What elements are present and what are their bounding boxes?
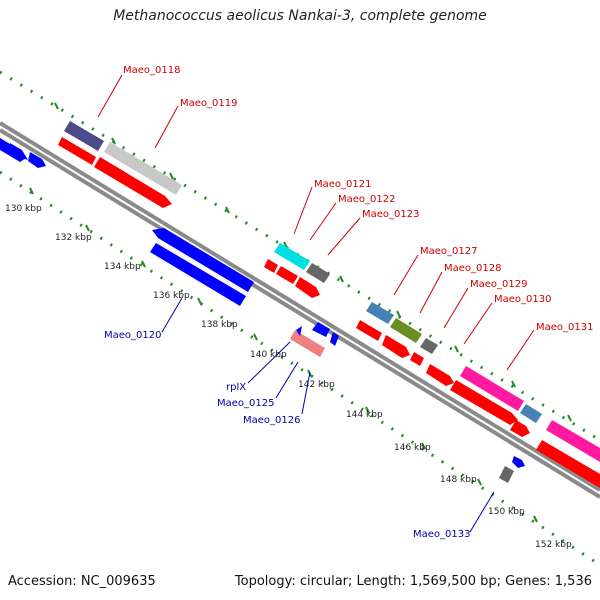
gene-red-arrow [295, 277, 320, 298]
gene-blue-arrow [150, 243, 246, 306]
gene-label: Maeo_0129 [470, 279, 527, 290]
gene-red-arrow [426, 364, 454, 386]
tick-labels: 130 kbp 132 kbp 134 kbp 136 kbp 138 kbp … [5, 204, 572, 550]
forward-labels: Maeo_0118 Maeo_0119 Maeo_0121 Maeo_0122 … [123, 65, 593, 333]
gene-maeo-0127 [366, 302, 394, 324]
tick-label: 150 kbp [488, 507, 525, 517]
gene-red-arrow [94, 157, 172, 208]
gene-maeo-0120 [152, 228, 254, 292]
gene-red-arrow [510, 420, 530, 437]
map-title: Methanococcus aeolicus Nankai-3, complet… [113, 8, 487, 24]
gene-label: Maeo_0125 [217, 398, 274, 409]
gene-label: Maeo_0133 [413, 529, 470, 540]
gene-label: Maeo_0122 [338, 194, 395, 205]
reverse-genes-left [0, 138, 46, 168]
gene-label: Maeo_0128 [444, 263, 501, 274]
gene-maeo-0129 [420, 338, 438, 354]
tick-label: 130 kbp [5, 204, 42, 214]
inner-tick-marks [29, 187, 538, 523]
gene-pink [546, 420, 600, 462]
tick-label: 138 kbp [201, 320, 238, 330]
gene-maeo-0131 [520, 404, 542, 423]
tick-label: 134 kbp [104, 262, 141, 272]
forward-leaders [97, 74, 535, 371]
gene-red-arrow [276, 266, 298, 284]
backbone-inner [0, 128, 600, 499]
gene-red-arrow [58, 137, 96, 165]
gene-red-arrow [536, 440, 600, 488]
gene-maeo-0130 [460, 366, 524, 411]
outer-tick-marks [54, 102, 572, 422]
backbone-outer [0, 121, 600, 492]
gene-red-arrow [264, 259, 278, 273]
gene-rplx [312, 322, 330, 337]
reverse-leaders [161, 297, 495, 533]
topology-summary: Topology: circular; Length: 1,569,500 bp… [234, 574, 592, 589]
gene-salmon [290, 330, 325, 357]
tick-label: 146 kbp [394, 443, 431, 453]
gene-maeo-0121 [274, 243, 310, 270]
gene-maeo-0119 [104, 142, 182, 195]
gene-label: rplX [226, 382, 246, 393]
gene-label: Maeo_0130 [494, 294, 551, 305]
gene-grey-small [499, 466, 514, 483]
gene-label: Maeo_0118 [123, 65, 180, 76]
gene-red-arrow [410, 352, 424, 366]
accession-text: Accession: NC_009635 [8, 574, 156, 589]
gene-label: Maeo_0127 [420, 246, 477, 257]
gene-red-arrow [450, 380, 518, 425]
gene-label: Maeo_0121 [314, 179, 371, 190]
gene-blue-small [296, 326, 302, 336]
gene-maeo-0128 [390, 318, 422, 343]
gene-label: Maeo_0123 [362, 209, 419, 220]
tick-label: 132 kbp [55, 233, 92, 243]
gene-label: Maeo_0131 [536, 322, 593, 333]
gene-label: Maeo_0119 [180, 98, 237, 109]
tick-label: 152 kbp [535, 540, 572, 550]
reverse-labels: Maeo_0120 rplX Maeo_0125 Maeo_0126 Maeo_… [104, 330, 470, 540]
gene-label: Maeo_0126 [243, 415, 300, 426]
gene-blue-small [330, 332, 339, 346]
tick-label: 148 kbp [440, 475, 477, 485]
gene-red-arrow [382, 335, 410, 358]
tick-label: 144 kbp [346, 410, 383, 420]
tick-label: 136 kbp [153, 291, 190, 301]
tick-label: 140 kbp [250, 350, 287, 360]
gene-maeo-0118 [64, 121, 104, 151]
gene-label: Maeo_0120 [104, 330, 161, 341]
gene-red-arrow [356, 320, 382, 341]
tick-label: 142 kbp [298, 380, 335, 390]
gene-maeo-0123 [306, 263, 330, 283]
gene-maeo-0133 [512, 456, 525, 468]
